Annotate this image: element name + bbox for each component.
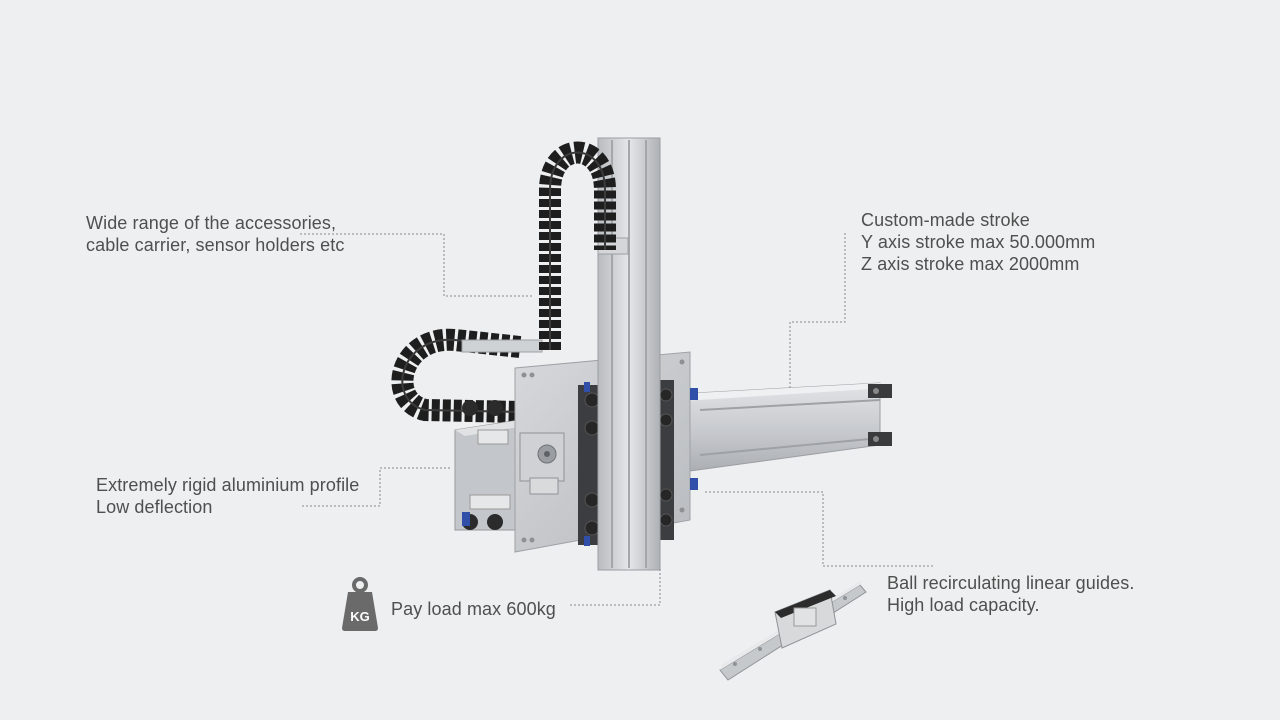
callout-guides: Ball recirculating linear guides. High l… <box>887 572 1134 616</box>
leader-guides <box>705 491 935 567</box>
carriage-block <box>454 400 530 531</box>
leader-profile <box>302 467 452 507</box>
callout-stroke: Custom-made stroke Y axis stroke max 50.… <box>861 209 1095 275</box>
callout-accessories-line2: cable carrier, sensor holders etc <box>86 235 345 255</box>
callout-guides-line1: Ball recirculating linear guides. <box>887 573 1135 593</box>
callout-guides-line2: High load capacity. <box>887 595 1040 615</box>
callout-accessories-line1: Wide range of the accessories, <box>86 213 337 233</box>
callout-payload-text: Pay load max 600kg <box>391 599 556 619</box>
cable-carrier-horizontal <box>391 328 543 423</box>
leader-stroke <box>789 233 846 388</box>
weight-kg-label: KG <box>350 609 370 624</box>
callout-payload: Pay load max 600kg <box>391 598 556 620</box>
linear-guide-illustration <box>719 580 867 681</box>
callout-profile-line1: Extremely rigid aluminium profile <box>96 475 360 495</box>
weight-kg-icon: KG <box>342 577 378 631</box>
y-axis-beam <box>659 382 892 476</box>
callout-stroke-line2: Y axis stroke max 50.000mm <box>861 232 1096 252</box>
callout-stroke-line1: Custom-made stroke <box>861 210 1030 230</box>
callout-profile: Extremely rigid aluminium profile Low de… <box>96 474 359 518</box>
leader-accessories <box>300 233 532 297</box>
guide-rollers <box>578 380 698 546</box>
cable-carrier-vertical <box>539 141 616 350</box>
leader-payload <box>570 568 661 606</box>
callout-accessories: Wide range of the accessories, cable car… <box>86 212 344 256</box>
callout-stroke-line3: Z axis stroke max 2000mm <box>861 254 1080 274</box>
callout-profile-line2: Low deflection <box>96 497 213 517</box>
